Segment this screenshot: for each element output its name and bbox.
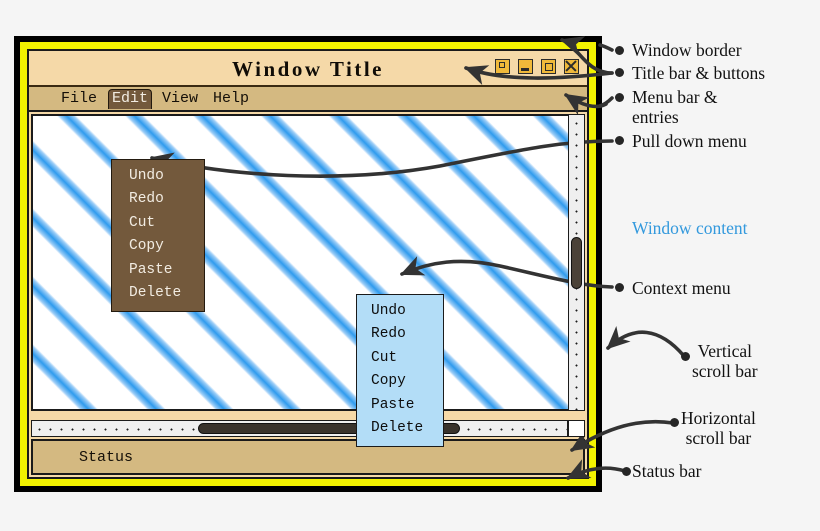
context-item-redo[interactable]: Redo — [371, 326, 406, 343]
pulldown-item-cut[interactable]: Cut — [129, 214, 156, 231]
status-bar-text: Status — [79, 448, 134, 466]
label-vertical-scroll: Vertical scroll bar — [692, 341, 758, 381]
menu-entry-help[interactable]: Help — [213, 90, 250, 107]
context-item-cut[interactable]: Cut — [371, 349, 398, 366]
dot-pull-down-menu — [615, 136, 624, 145]
label-pull-down-menu: Pull down menu — [632, 131, 747, 151]
dot-status-bar — [622, 467, 631, 476]
context-item-copy[interactable]: Copy — [371, 373, 406, 390]
dot-horizontal-scroll — [670, 418, 679, 427]
vertical-scroll-thumb[interactable] — [571, 237, 582, 289]
label-menu-bar: Menu bar & entries — [632, 87, 718, 127]
label-window-border: Window border — [632, 40, 742, 60]
menu-entry-view[interactable]: View — [162, 90, 199, 107]
window-title: Window Title — [232, 57, 384, 81]
dot-title-bar — [615, 68, 624, 77]
pulldown-item-paste[interactable]: Paste — [129, 261, 173, 278]
menu-bar: File Edit View Help — [29, 87, 587, 112]
context-item-paste[interactable]: Paste — [371, 396, 415, 413]
context-item-delete[interactable]: Delete — [371, 420, 424, 437]
label-window-content: Window content — [632, 218, 748, 238]
dot-vertical-scroll — [681, 352, 690, 361]
dot-context-menu — [615, 283, 624, 292]
label-status-bar: Status bar — [632, 461, 702, 481]
pulldown-item-delete[interactable]: Delete — [129, 285, 182, 302]
scrollbar-corner — [568, 420, 585, 437]
dot-menu-bar — [615, 93, 624, 102]
context-item-undo[interactable]: Undo — [371, 302, 406, 319]
pulldown-item-copy[interactable]: Copy — [129, 238, 164, 255]
dot-window-border — [615, 46, 624, 55]
menu-entry-file[interactable]: File — [61, 90, 98, 107]
horizontal-scroll-bar[interactable] — [31, 420, 568, 437]
vertical-scroll-bar[interactable] — [568, 114, 585, 411]
pulldown-item-redo[interactable]: Redo — [129, 191, 164, 208]
pulldown-item-undo[interactable]: Undo — [129, 167, 164, 184]
label-title-bar: Title bar & buttons — [632, 63, 766, 83]
pull-down-menu[interactable]: Undo Redo Cut Copy Paste Delete — [111, 159, 205, 313]
menu-entry-edit[interactable]: Edit — [108, 88, 153, 109]
context-menu[interactable]: Undo Redo Cut Copy Paste Delete — [356, 294, 444, 448]
horizontal-scroll-thumb[interactable] — [198, 423, 460, 434]
label-horizontal-scroll: Horizontal scroll bar — [681, 408, 756, 448]
status-bar: Status — [31, 439, 585, 475]
label-context-menu: Context menu — [632, 278, 731, 298]
